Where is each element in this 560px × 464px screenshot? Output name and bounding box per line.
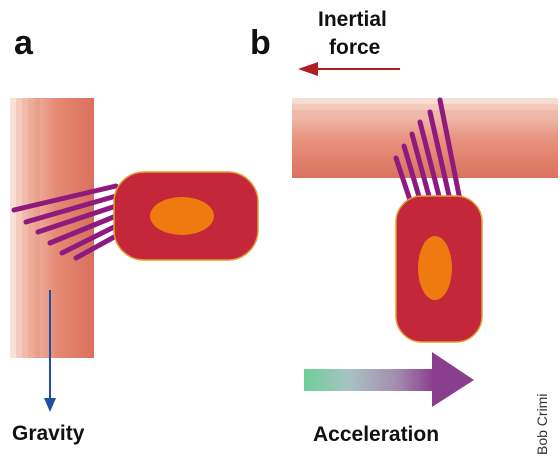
gravity-label: Gravity xyxy=(12,422,85,445)
panel-a-letter: a xyxy=(14,24,34,62)
acceleration-label: Acceleration xyxy=(313,423,439,446)
inertial-force-arrow xyxy=(298,62,400,76)
panel-b: b Inertial force xyxy=(250,8,558,446)
nucleus-b xyxy=(418,236,452,300)
nucleus-a xyxy=(150,197,214,235)
cilia-bundle-b xyxy=(393,97,463,203)
gravity-arrow xyxy=(44,290,56,412)
acceleration-arrow xyxy=(304,352,474,407)
vertical-substrate xyxy=(10,98,94,358)
artist-credit: Bob Crimi xyxy=(534,394,550,455)
panel-a: a Gravity xyxy=(10,24,259,445)
inertial-force-label-line2: force xyxy=(329,36,380,59)
inertial-force-label-line1: Inertial xyxy=(318,8,387,31)
cilia-bundle-a xyxy=(11,183,119,261)
panel-b-letter: b xyxy=(250,24,271,62)
